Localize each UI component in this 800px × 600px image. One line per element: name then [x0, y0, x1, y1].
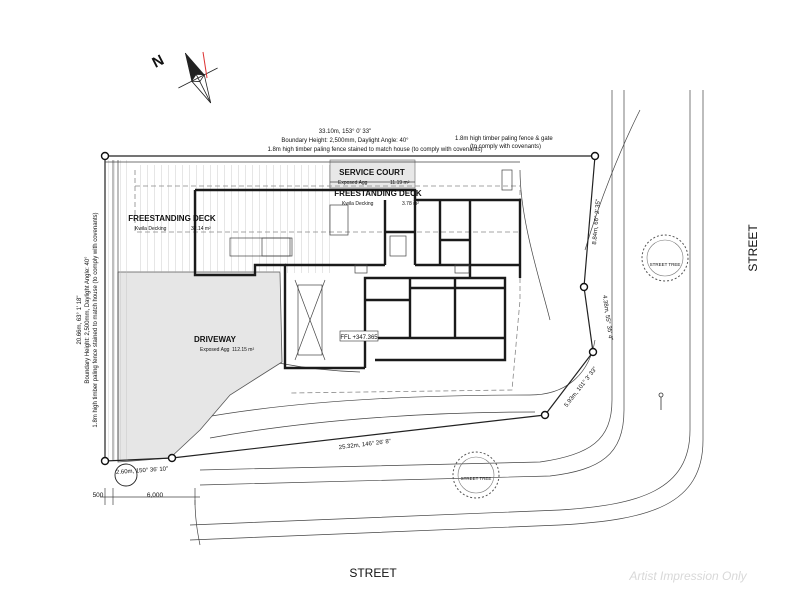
setback-lines: [134, 170, 521, 394]
bottom-boundary: 25.32m, 146° 26' 8": [339, 439, 392, 451]
deck-left-hatch: [135, 165, 330, 273]
corner-left-boundary: 2.60m, 150° 36' 10": [116, 466, 169, 476]
street-label-right: STREET: [746, 224, 760, 272]
setback-6000: 6,000: [147, 492, 164, 499]
north-magnetic-mark: [202, 51, 208, 79]
left-boundary-height: Boundary Height: 2,500mm, Daylight Angle…: [85, 256, 91, 384]
boundary-peg: [579, 282, 589, 292]
top-boundary-height: Boundary Height: 2,500mm, Daylight Angle…: [281, 138, 409, 144]
floor-level-box: [339, 330, 379, 342]
corner-marker: [114, 463, 138, 487]
road-edges: [189, 89, 704, 546]
boundary-peg: [100, 456, 110, 466]
deck-left-title: FREESTANDING DECK: [128, 214, 216, 223]
deck-left-sub: Kwila Decking: [135, 226, 167, 232]
boundary-peg: [100, 151, 110, 161]
deck-right-title: FREESTANDING DECK: [334, 189, 422, 198]
interior-details: [229, 169, 513, 274]
top-right-fence-note: 1.8m high timber paling fence & gate: [455, 136, 553, 142]
north-arrow: [178, 52, 218, 104]
boundary-peg: [588, 347, 598, 357]
street-tree-bottom-label: STREET TREE: [461, 476, 492, 481]
left-boundary-bearing: 20.66m, 63° 1' 18": [77, 295, 83, 344]
north-letter: N: [149, 52, 166, 72]
boundary-peg: [167, 453, 177, 463]
street-tree-right: [641, 234, 689, 282]
driveway-area: 112.15 m²: [232, 347, 254, 353]
site-boundary: [104, 155, 596, 462]
deck-right-area: 3.78 m²: [402, 201, 419, 207]
driveway-title: DRIVEWAY: [194, 335, 237, 344]
tree-labels: STREET TREE STREET TREE: [461, 262, 681, 481]
setback-500: 500: [93, 492, 104, 499]
top-boundary-bearing: 33.10m, 153° 0' 33": [319, 129, 371, 135]
house-outline: [193, 188, 522, 370]
boundary-pegs: [100, 151, 600, 466]
garage: [294, 279, 326, 361]
service-court-title: SERVICE COURT: [339, 168, 405, 177]
boundary-peg: [540, 410, 550, 420]
right-upper-boundary: 8.84m, 66° 2' 35": [592, 199, 602, 245]
street-label-bottom: STREET: [349, 566, 397, 580]
watermark: Artist Impression Only: [628, 569, 747, 583]
dimension-lines: [100, 488, 200, 505]
deck-right-sub: Kwila Decking: [342, 201, 374, 207]
service-court-area: 11.19 m²: [390, 180, 410, 186]
road-marker: [658, 392, 664, 410]
top-boundary-fence: 1.8m high timber paling fence stained to…: [267, 147, 482, 153]
driveway-area: [117, 271, 283, 463]
top-right-covenant-note: (to comply with covenants): [470, 144, 541, 150]
dimension-labels: 500 6,000: [93, 492, 164, 499]
boundary-peg: [590, 151, 600, 161]
right-lower-boundary: 4.38m, 55° 35' 4": [601, 295, 613, 341]
deck-left-area: 32.14 m²: [191, 226, 211, 232]
driveway-sub: Exposed Agg: [200, 347, 230, 353]
service-court-sub: Exposed Agg: [338, 180, 368, 186]
service-court-area: [329, 159, 416, 189]
street-tree-right-label: STREET TREE: [650, 262, 681, 267]
floor-level: FFL +347.365: [340, 335, 378, 341]
area-labels: SERVICE COURT Exposed Agg 11.19 m² FREES…: [128, 168, 422, 353]
left-boundary-fence: 1.8m high timber paling fence stained to…: [93, 212, 99, 427]
street-tree-bottom: [452, 451, 500, 499]
